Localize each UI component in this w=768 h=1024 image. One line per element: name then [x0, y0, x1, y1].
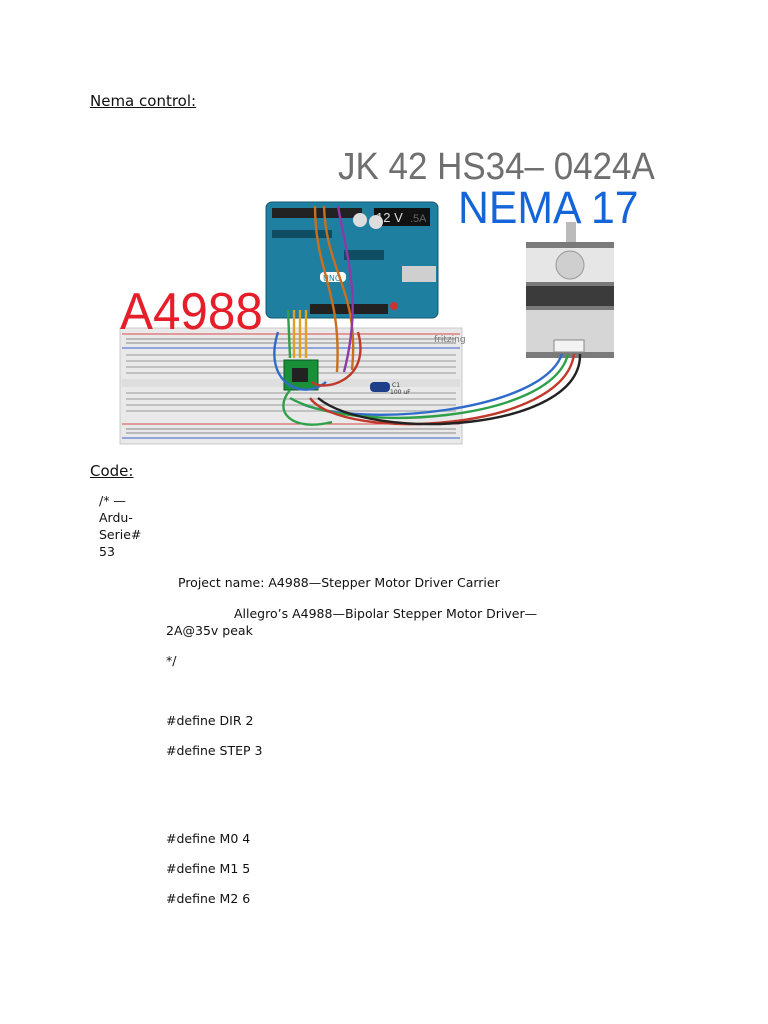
wiring-illustration: fritzing 12 V .5A UNO C1: [119, 201, 614, 445]
power-current-label: .5A: [410, 213, 427, 225]
code-project-name: Project name: A4988—Stepper Motor Driver…: [178, 575, 500, 590]
stepper-motor: [526, 222, 614, 358]
code-line: 53: [99, 544, 115, 559]
code-define-step: #define STEP 3: [166, 743, 263, 758]
section-heading-code: Code:: [90, 462, 134, 480]
code-define-m1: #define M1 5: [166, 861, 251, 876]
breadboard-brand-label: fritzing: [434, 335, 466, 345]
section-heading-nema-control: Nema control:: [90, 92, 197, 110]
code-line: Ardu-: [99, 510, 133, 525]
capacitor-value: 100 uF: [390, 389, 411, 396]
code-define-dir: #define DIR 2: [166, 713, 254, 728]
code-define-m0: #define M0 4: [166, 831, 251, 846]
arduino-logo-label: UNO: [323, 274, 341, 283]
motor-model-label: JK 42 HS34– 0424A: [338, 146, 655, 188]
code-comment-close: */: [166, 653, 177, 668]
code-line: Serie#: [99, 527, 142, 542]
code-allegro-line: Allegro’s A4988—Bipolar Stepper Motor Dr…: [234, 606, 538, 621]
code-define-m2: #define M2 6: [166, 891, 251, 906]
driver-label: A4988: [120, 283, 263, 341]
a4988-driver-module: [283, 359, 319, 391]
power-jack: [374, 208, 430, 226]
wires: [273, 205, 582, 426]
capacitor: C1 100 uF: [370, 382, 411, 396]
capacitor-label: C1: [392, 382, 400, 389]
code-allegro-line-continued: 2A@35v peak: [166, 623, 253, 638]
code-comment-header: /* — Ardu- Serie# 53: [99, 492, 151, 560]
wiring-diagram: fritzing 12 V .5A UNO C1: [112, 142, 655, 452]
code-line: /* —: [99, 493, 126, 508]
motor-type-label: NEMA 17: [458, 182, 639, 233]
